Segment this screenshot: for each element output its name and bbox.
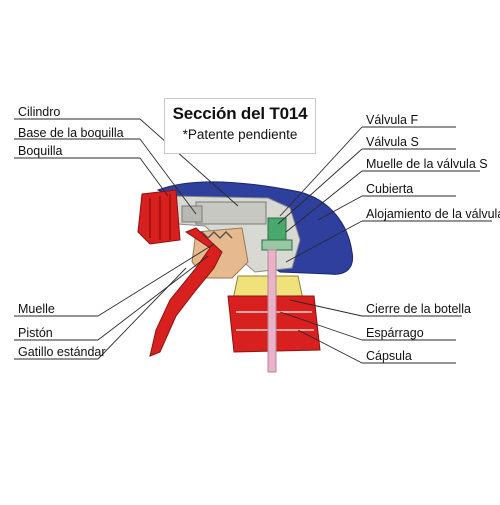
label-alojamiento-valvula: Alojamiento de la válvula <box>366 207 500 221</box>
leader-gatillo <box>97 267 187 360</box>
leader-muelle <box>97 243 215 317</box>
label-esparrago: Espárrago <box>366 326 424 340</box>
leader-muelle-valvula-s <box>285 170 363 233</box>
label-muelle: Muelle <box>18 302 55 316</box>
label-valvula-f: Válvula F <box>366 113 419 127</box>
label-gatillo-estandar: Gatillo estándar <box>18 345 106 359</box>
leader-piston <box>97 255 209 341</box>
leader-capsula <box>297 329 363 364</box>
label-muelle-valvula-s: Muelle de la válvula S <box>366 157 488 171</box>
diagram-title: Sección del T014 <box>172 104 308 123</box>
leader-alojamiento <box>285 220 363 263</box>
label-boquilla: Boquilla <box>18 144 63 158</box>
leader-valvula-s <box>277 148 363 225</box>
leader-boquilla <box>139 157 169 197</box>
label-piston: Pistón <box>18 326 53 340</box>
label-base-boquilla: Base de la boquilla <box>18 126 124 140</box>
title-box: Sección del T014 *Patente pendiente <box>164 98 316 154</box>
label-valvula-s: Válvula S <box>366 135 419 149</box>
dip-tube-part <box>267 249 277 373</box>
label-cubierta: Cubierta <box>366 182 414 196</box>
leader-cilindro <box>139 118 239 207</box>
leader-cubierta <box>317 195 363 221</box>
spring-part <box>195 230 233 240</box>
diagram-subtitle: *Patente pendiente <box>182 127 298 142</box>
leader-valvula-f <box>279 126 363 217</box>
label-cierre-botella: Cierre de la botella <box>366 302 471 316</box>
nozzle-base-part <box>181 205 203 223</box>
trigger-part <box>149 227 223 357</box>
label-cilindro: Cilindro <box>18 105 61 119</box>
leader-cierre-botella <box>289 299 363 317</box>
leader-base-boquilla <box>139 138 197 215</box>
label-capsula: Cápsula <box>366 349 412 363</box>
leader-esparrago <box>279 311 363 341</box>
